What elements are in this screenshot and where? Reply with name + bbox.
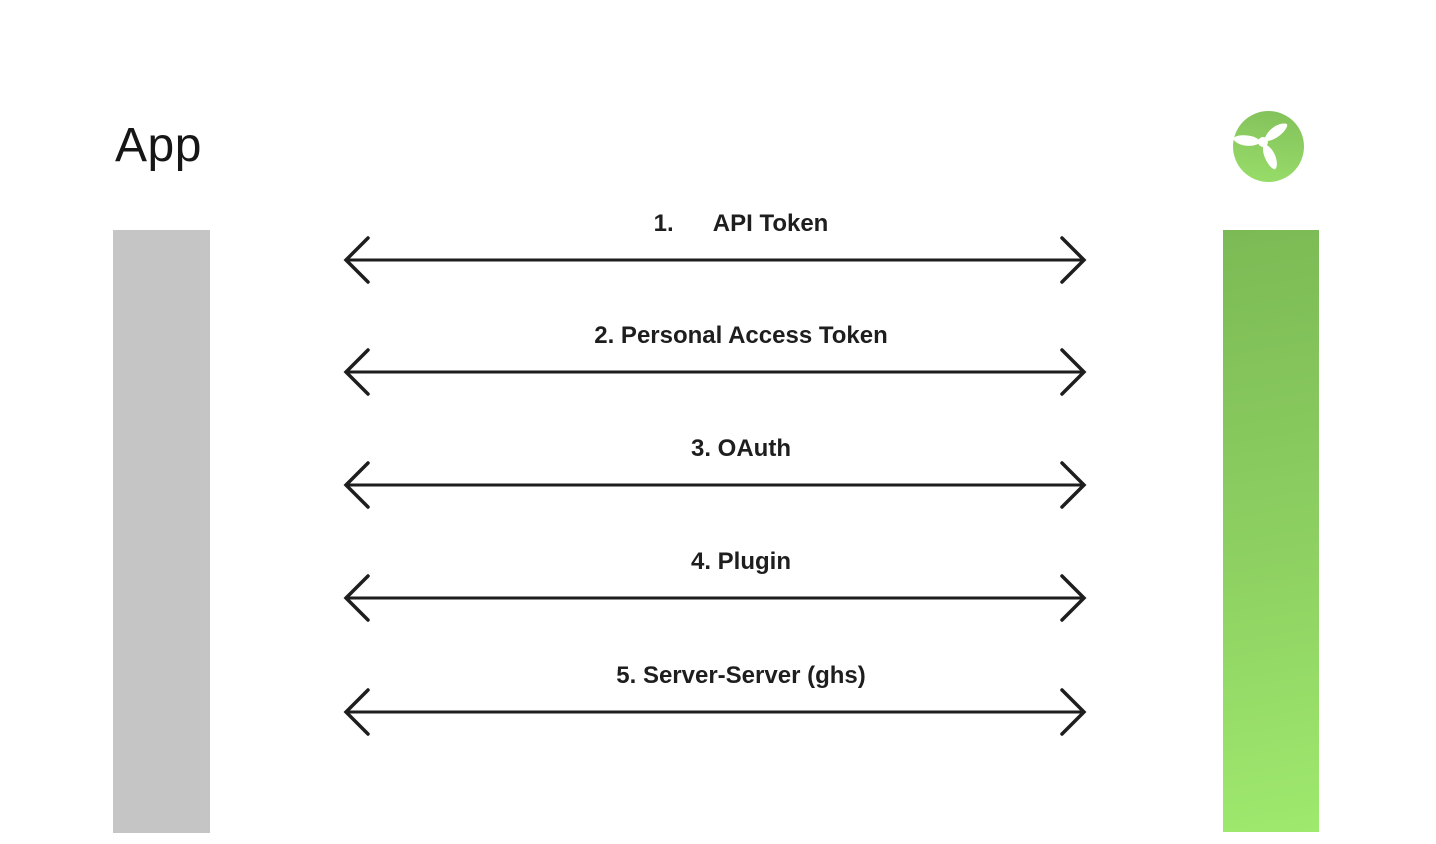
arrow-label: 3. OAuth	[691, 435, 791, 463]
arrow-label: 1. API Token	[653, 210, 829, 238]
double-arrow-icon	[343, 348, 1087, 396]
propeller-logo-icon	[1233, 111, 1304, 182]
connection-row-plugin: 4. Plugin	[343, 548, 1087, 624]
double-arrow-icon	[343, 236, 1087, 284]
connection-row-server-server: 5. Server-Server (ghs)	[343, 662, 1087, 738]
arrow-label: 5. Server-Server (ghs)	[616, 662, 866, 690]
arrow-label: 4. Plugin	[690, 548, 791, 576]
app-bar	[113, 230, 210, 833]
page-title: App	[115, 119, 202, 172]
connection-row-personal-access-token: 2. Personal Access Token	[343, 322, 1087, 398]
connection-row-api-token: 1. API Token	[343, 210, 1087, 286]
double-arrow-icon	[343, 461, 1087, 509]
arrow-label: 2. Personal Access Token	[594, 322, 888, 350]
double-arrow-icon	[343, 688, 1087, 736]
double-arrow-icon	[343, 574, 1087, 622]
server-bar	[1223, 230, 1319, 832]
connection-row-oauth: 3. OAuth	[343, 435, 1087, 511]
